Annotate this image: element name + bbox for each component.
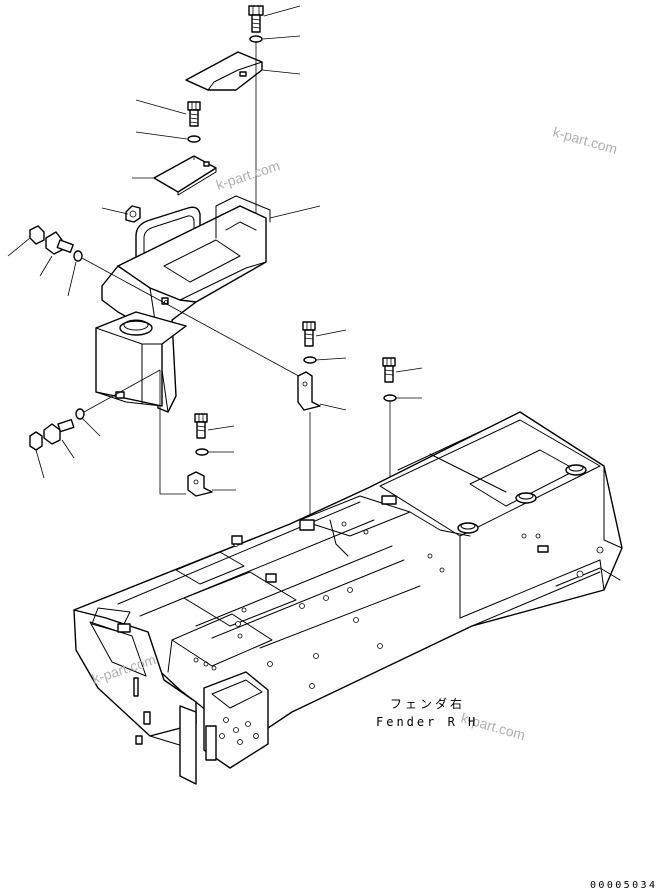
assembly-line-fender-2 [83, 369, 161, 413]
small-bracket [187, 471, 213, 497]
upper-bolt [187, 101, 201, 127]
leader-lines [7, 5, 423, 491]
cover-plate [153, 155, 217, 196]
top-bolt [248, 5, 264, 33]
caption-japanese: フェンダ右 [390, 696, 465, 711]
top-washer [249, 35, 263, 43]
side-bolt-upper [29, 225, 83, 262]
caption-english: Fender R H [376, 715, 478, 729]
watermark: k-part.com [214, 157, 282, 193]
bracket-bolt [302, 321, 316, 347]
right-bolt [382, 357, 396, 383]
side-bolt-lower [29, 408, 85, 451]
main-frame [73, 411, 623, 785]
upper-washer [187, 135, 201, 143]
lower-washer [195, 448, 209, 456]
assembly-line-fender-1 [81, 257, 307, 381]
bracket-washer [303, 356, 317, 364]
drawing-number: 00005034 [590, 880, 657, 891]
l-bracket [297, 371, 321, 411]
fender-nut [125, 205, 141, 223]
top-small-cover [185, 51, 263, 91]
assembly-line-fender-3 [159, 370, 186, 495]
watermark: k-part.com [551, 124, 619, 158]
lower-bolt [194, 413, 208, 439]
right-washer [383, 394, 397, 402]
fender-assembly [95, 195, 271, 413]
